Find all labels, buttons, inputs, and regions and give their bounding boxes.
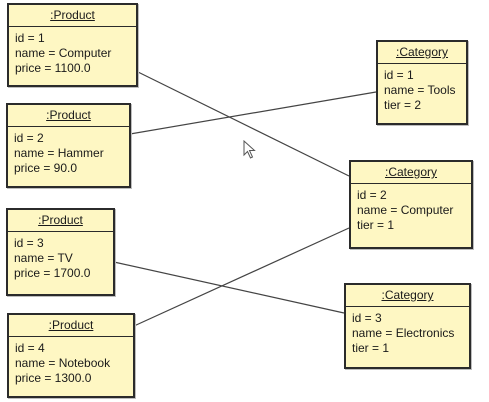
attr-id: id = 4 (15, 341, 45, 355)
object-title: :Product (9, 5, 136, 27)
object-title: :Product (8, 210, 113, 232)
link-product4-category2[interactable] (133, 227, 350, 327)
object-attributes: id = 4 name = Notebook price = 1300.0 (9, 337, 133, 386)
attr-name: name = TV (14, 251, 73, 265)
attr-name: name = Hammer (14, 146, 104, 160)
category-object-2[interactable]: :Category id = 2 name = Computer tier = … (349, 160, 473, 249)
object-title: :Product (8, 105, 129, 127)
attr-price: price = 1100.0 (15, 61, 91, 75)
object-title: :Category (346, 285, 469, 307)
attr-tier: tier = 1 (352, 341, 390, 355)
attr-price: price = 1700.0 (14, 266, 91, 280)
attr-name: name = Electronics (352, 326, 455, 340)
attr-tier: tier = 2 (384, 98, 422, 112)
attr-id: id = 1 (384, 68, 414, 82)
object-attributes: id = 3 name = TV price = 1700.0 (8, 232, 113, 281)
link-product1-category2[interactable] (137, 71, 350, 177)
attr-id: id = 1 (15, 31, 45, 45)
object-attributes: id = 1 name = Computer price = 1100.0 (9, 27, 136, 76)
object-attributes: id = 2 name = Computer tier = 1 (351, 184, 471, 233)
object-attributes: id = 1 name = Tools tier = 2 (378, 64, 466, 113)
attr-price: price = 90.0 (14, 161, 78, 175)
attr-id: id = 2 (14, 131, 44, 145)
attr-name: name = Notebook (15, 356, 111, 370)
attr-tier: tier = 1 (357, 218, 395, 232)
product-object-3[interactable]: :Product id = 3 name = TV price = 1700.0 (6, 208, 115, 296)
link-product3-category3[interactable] (113, 261, 345, 314)
object-title: :Category (378, 42, 466, 64)
product-object-2[interactable]: :Product id = 2 name = Hammer price = 90… (6, 103, 131, 188)
product-object-4[interactable]: :Product id = 4 name = Notebook price = … (7, 313, 135, 398)
attr-id: id = 3 (352, 311, 382, 325)
attr-name: name = Computer (357, 203, 454, 217)
attr-name: name = Computer (15, 46, 112, 60)
object-title: :Product (9, 315, 133, 337)
link-product2-category1[interactable] (129, 91, 377, 135)
category-object-1[interactable]: :Category id = 1 name = Tools tier = 2 (376, 40, 468, 125)
attr-id: id = 2 (357, 188, 387, 202)
object-title: :Category (351, 162, 471, 184)
object-attributes: id = 2 name = Hammer price = 90.0 (8, 127, 129, 176)
object-attributes: id = 3 name = Electronics tier = 1 (346, 307, 469, 356)
category-object-3[interactable]: :Category id = 3 name = Electronics tier… (344, 283, 471, 369)
product-object-1[interactable]: :Product id = 1 name = Computer price = … (7, 3, 138, 87)
attr-name: name = Tools (384, 83, 456, 97)
attr-price: price = 1300.0 (15, 371, 92, 385)
attr-id: id = 3 (14, 236, 44, 250)
mouse-pointer-icon (243, 140, 256, 159)
